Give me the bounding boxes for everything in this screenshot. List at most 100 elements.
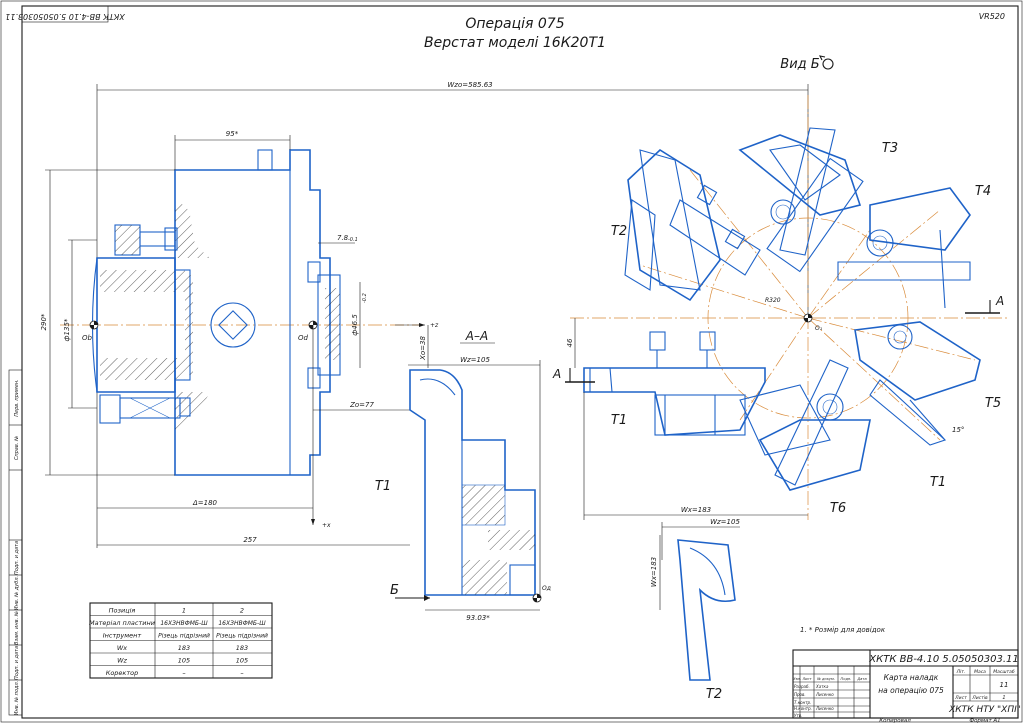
title-block-sheet-value: 11 [1000,681,1009,689]
title-block-format: Формат А1 [969,718,1000,724]
title-block-r-nkontr: Н.контр. [794,706,812,711]
rotation-arrow-icon [819,55,834,70]
title-block [792,649,1019,719]
title-block-n-prov: Лисенко [815,692,834,697]
label-a-left: А [552,367,561,381]
title-block-r-razrab: Разраб. [794,684,810,689]
top-right-stamp: VR520 [979,12,1005,21]
machine-title: Верстат моделі 16К20Т1 [424,35,606,51]
label-o1: O₁ [815,325,823,332]
dim-465: ф46.5 [351,314,359,336]
dim-9303: 93.03* [466,614,490,622]
label-t2-top: T2 [611,224,627,239]
title-block-code: ХКТК ВВ-4.10 5.05050303.11 [868,654,1018,665]
title-block-col-sheets: Листів [971,695,988,701]
strip-label-1: Перв. примен. [14,379,20,417]
title-block-r-izm: Изм. [793,677,801,681]
dim-465-tol: -0.2 [362,293,368,303]
table-cell: Коректор [106,669,139,677]
table-cell: 183 [236,644,248,652]
dim-wz105: Wz=105 [460,356,490,364]
origin-ob-icon [89,320,99,330]
label-od: Od [298,334,309,342]
strip-label-2: Справ. № [14,436,20,460]
view-label: Вид Б [780,57,819,72]
table-cell: Wz [117,657,127,665]
table-cell: 1 [182,607,186,615]
table-cell: Позиція [109,607,136,615]
title-block-r-tkontr: Т.контр. [794,700,811,705]
table-cell: 16ХЗНВФМБ-Ш [218,620,266,627]
title-block-col-sheet: Лист [954,695,967,701]
table-cell: 2 [240,607,244,615]
title-block-org: ХКТК НТУ "ХПІ" [948,705,1021,715]
label-plus-z: +z [430,322,439,329]
top-stamp-code: ХКТК ВВ-4.10 5.05050303.11 [5,12,126,21]
dim-46: 46 [566,338,574,347]
title-block-col-lit: Літ. [956,669,966,675]
dim-angle: 15° [952,426,964,434]
label-t4: T4 [975,184,991,199]
title-block-sheets-count: 1 [1002,695,1005,701]
strip-label-7: Инв. № подл. [14,681,20,716]
dim-290: 290* [40,313,48,330]
title-block-col-scale: Масштаб [993,669,1015,675]
origin-o1-section-icon [532,593,542,603]
label-t1-right: T1 [930,475,946,490]
title-block-r-prov: Пров. [794,692,806,697]
section-tool-holder [409,369,540,596]
dim-78: 7.8 [337,234,349,242]
title-block-name-2: на операцію 075 [878,686,944,695]
table-cell: Матеріал пластини [89,619,155,627]
table-cell: – [182,669,185,677]
label-b: Б [390,583,399,598]
inner-frame [21,5,1019,719]
turret-center-icon [803,313,813,323]
title-block-n-nkontr: Лисенко [815,706,834,711]
dim-wx183: Wx=183 [681,506,711,514]
section-label: А–А [465,329,488,343]
label-t1-mid: T1 [375,479,391,494]
t2-tool [677,539,736,681]
strip-label-6: Подп. и дата [14,646,20,680]
dim-95: 95* [226,130,239,138]
title-block-r-sign: Подп. [841,677,852,681]
label-od-section: Oд [542,585,551,592]
strip-label-5: Взам. инв. № [14,611,20,645]
table-cell: 183 [178,644,190,652]
table-cell: Різець підрізний [216,633,268,640]
chuck-assembly [60,149,420,476]
label-plus-x: +x [322,522,331,529]
dim-135: ф135* [63,318,71,341]
turret-view [570,95,1010,520]
title-block-name-1: Карта наладк [884,673,939,682]
operation-title: Операція 075 [465,16,564,32]
table-cell: Інструмент [103,632,142,640]
dim-delta: Δ=180 [192,499,218,507]
note-text: 1. * Розмір для довідок [800,626,886,634]
label-t2-bottom: T2 [706,687,722,702]
dim-78-tol: -0.1 [348,237,358,243]
title-block-col-mass: Маса [974,669,986,675]
title-block-r-list: Лист [801,677,812,681]
label-ob: Ob [82,334,93,342]
title-block-r-doc: № докум. [816,677,835,681]
table-cell: 105 [236,657,248,665]
label-t6: T6 [830,501,846,516]
title-block-r-utv: Утв. [794,713,802,718]
table-cell: Різець підрізний [158,633,210,640]
label-a-right: А [995,294,1004,308]
strip-label-4: Инв. № дубл. [14,576,20,610]
table-cell: 16ХЗНВФМБ-Ш [160,620,208,627]
dim-r320: R320 [765,297,781,304]
label-t5: T5 [985,396,1001,411]
table-cell: – [240,669,243,677]
table-cell: 105 [178,657,190,665]
top-stamp-box [21,5,109,23]
title-block-n-razrab: Хатка [815,684,829,689]
title-block-r-date: Дата [856,677,866,681]
label-t1-left: T1 [611,413,627,428]
dim-wx183b: Wx=183 [650,557,658,587]
